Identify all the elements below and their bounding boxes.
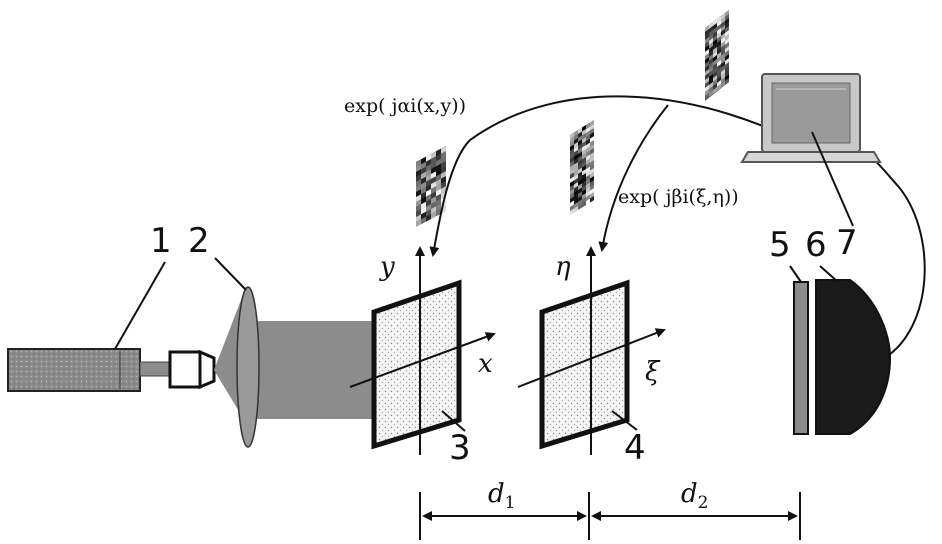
axis-x: x bbox=[478, 349, 493, 379]
phase-mask-2 bbox=[518, 248, 664, 455]
label-2: 2 bbox=[188, 221, 210, 261]
label-1: 1 bbox=[150, 221, 172, 261]
phase-formula-1: exp( jαi(x,y)) bbox=[344, 95, 466, 117]
random-pattern-2 bbox=[570, 120, 594, 215]
label-5: 5 bbox=[769, 225, 791, 265]
laser-source bbox=[8, 349, 170, 391]
axis-y: y bbox=[379, 252, 395, 282]
label-4: 4 bbox=[624, 428, 646, 468]
collimating-lens bbox=[237, 287, 259, 447]
objective-lens bbox=[170, 352, 214, 387]
random-pattern-3 bbox=[705, 10, 729, 101]
detector-6 bbox=[816, 280, 890, 434]
label-7: 7 bbox=[836, 223, 858, 263]
leader-1 bbox=[115, 262, 165, 349]
axis-eta: η bbox=[555, 252, 571, 282]
label-3: 3 bbox=[449, 428, 471, 468]
collimated-beam bbox=[246, 321, 376, 419]
distance-markers bbox=[420, 492, 800, 540]
axis-xi: ξ bbox=[645, 357, 661, 387]
label-6: 6 bbox=[805, 225, 827, 265]
leader-2 bbox=[215, 258, 246, 290]
phase-mask-1 bbox=[350, 248, 494, 455]
phase-formula-2: exp( jβi(ξ,η)) bbox=[618, 186, 739, 208]
leader-5 bbox=[790, 266, 801, 282]
distance-d2: d2 bbox=[681, 479, 708, 513]
control-curve-2 bbox=[602, 105, 668, 250]
component-5-plate bbox=[794, 282, 808, 434]
distance-d1: d1 bbox=[488, 479, 515, 513]
laptop-computer bbox=[742, 74, 880, 162]
